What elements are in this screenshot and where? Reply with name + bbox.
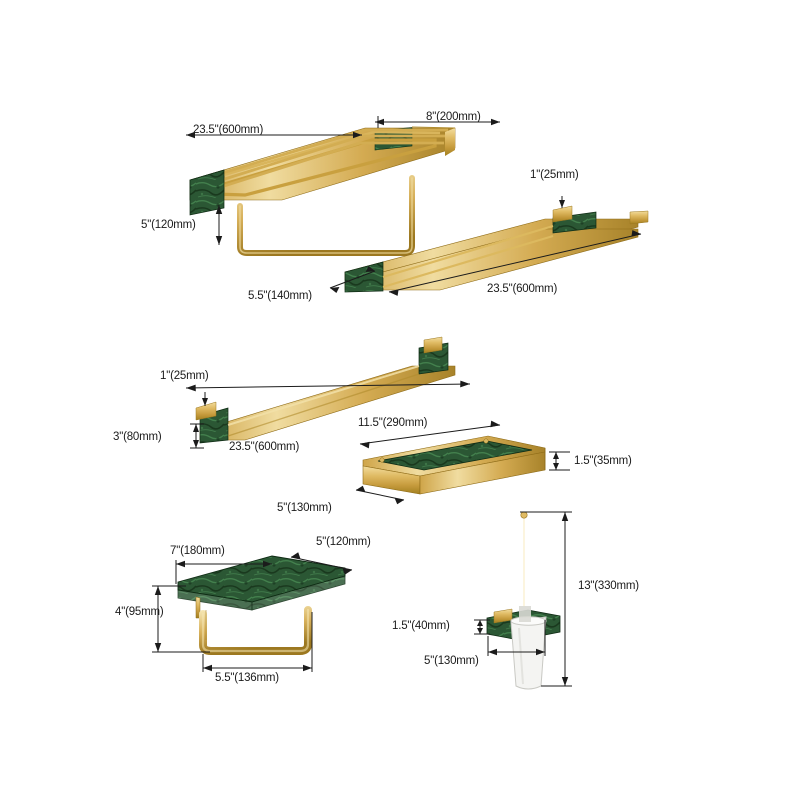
label-tray-depth: 5"(130mm) [277,502,332,514]
dim-sbar-bracket [202,392,208,406]
label-tp-depth: 5"(120mm) [316,536,371,548]
dim-dbar-width [388,230,642,296]
dim-tray-width [359,420,501,449]
dim-dbar-bracket [559,196,565,208]
dim-rack-depth [375,116,500,128]
label-dbar-bracket: 1"(25mm) [530,169,579,181]
marble-shelf-tray-graphic [362,435,546,495]
label-tray-height: 1.5"(35mm) [574,455,632,467]
dim-brush-height [520,511,572,687]
label-sbar-width: 23.5"(600mm) [229,441,300,453]
toilet-brush-holder-graphic [486,511,561,690]
dim-tp-depth [290,552,353,575]
toilet-paper-holder-graphic [177,555,346,655]
label-rack-height: 5"(120mm) [141,219,196,231]
label-rack-depth: 8"(200mm) [426,111,481,123]
label-brush-height: 13"(330mm) [578,580,639,592]
label-dbar-width: 23.5"(600mm) [487,283,558,295]
label-tp-holder-width: 5.5"(136mm) [215,672,279,684]
dim-brush-depth [487,620,546,656]
dim-sbar-width [185,380,471,392]
single-towel-bar-graphic [195,336,456,444]
dim-tp-width [175,560,272,584]
dim-tp-holder-width [202,612,313,672]
label-tp-width: 7"(180mm) [170,545,225,557]
label-sbar-bracket: 1"(25mm) [160,370,209,382]
dim-tray-depth [355,485,405,505]
label-dbar-depth: 5.5"(140mm) [248,290,312,302]
dim-sbar-height [190,423,204,449]
towel-rack-with-bar-graphic [189,126,456,256]
label-tp-height: 4"(95mm) [115,606,164,618]
dim-brush-bracket [474,619,490,635]
dim-tray-height [549,451,570,471]
dim-dbar-depth [329,266,376,293]
label-brush-bracket: 1.5"(40mm) [392,620,450,632]
label-sbar-height: 3"(80mm) [113,431,162,443]
dim-rack-height [215,205,223,245]
label-rack-width: 23.5"(600mm) [193,124,264,136]
dim-tp-height [152,585,210,653]
dim-rack-width [186,131,362,139]
label-tray-width: 11.5"(290mm) [358,417,428,429]
label-brush-depth: 5"(130mm) [424,655,479,667]
double-towel-bar-graphic [344,205,649,293]
